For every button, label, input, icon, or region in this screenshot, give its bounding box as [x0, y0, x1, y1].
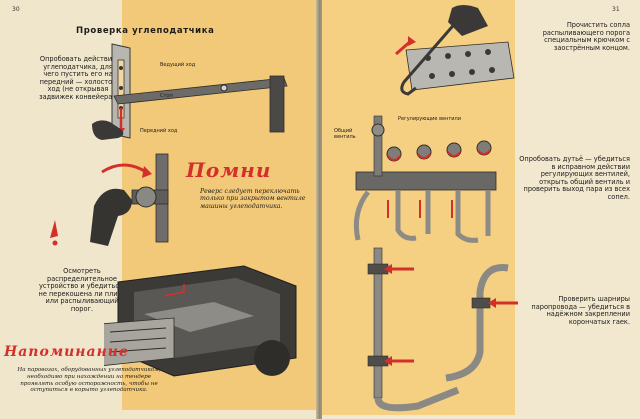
remember-text: Реверс следует переключать только при за…	[200, 188, 306, 210]
left-page: 30 Проверка углеподатчика Опробовать дей…	[0, 0, 318, 419]
red-exclamation-icon	[50, 220, 58, 246]
remember-heading: Помни	[186, 158, 272, 182]
label-reg-valves: Регулирующие вентили	[398, 116, 461, 122]
reminder-text: На паровозах, оборудованных углеподатчик…	[17, 367, 161, 394]
left-block1-text: Опробовать действие углеподатчика, для ч…	[39, 55, 117, 101]
page-title: Проверка углеподатчика	[76, 26, 215, 36]
book-gutter	[316, 0, 324, 419]
steam-pipe-hinge-figure	[367, 247, 518, 412]
right-page: 31 Прочистить сопла распыливающего порог…	[322, 0, 640, 419]
right-block2-text: Опробовать дутьё — убедиться в исправном…	[519, 155, 630, 201]
red-curved-arrow-icon	[142, 166, 152, 178]
label-main-valve: Общий вентиль	[334, 128, 356, 140]
left-page-number: 30	[12, 6, 20, 13]
valve-manifold-figure	[353, 115, 497, 243]
label-reverse: Передний ход	[140, 128, 178, 134]
right-page-number: 31	[612, 6, 620, 13]
nozzle-hook-figure	[395, 5, 515, 96]
valve-hand-figure	[90, 153, 169, 246]
right-block3-text: Проверить шарниры паропровода — убедитьс…	[531, 295, 630, 326]
label-forward: Ведущий ход	[160, 62, 196, 68]
right-block1-text: Прочистить сопла распыливающего порога с…	[542, 21, 630, 52]
label-stop: Стоп	[160, 93, 173, 99]
reminder-heading: Напоминание	[4, 344, 129, 360]
distributor-figure	[104, 265, 297, 377]
reverse-lever-figure	[92, 43, 288, 140]
left-block2-text: Осмотреть распределительное устройство и…	[38, 267, 126, 313]
